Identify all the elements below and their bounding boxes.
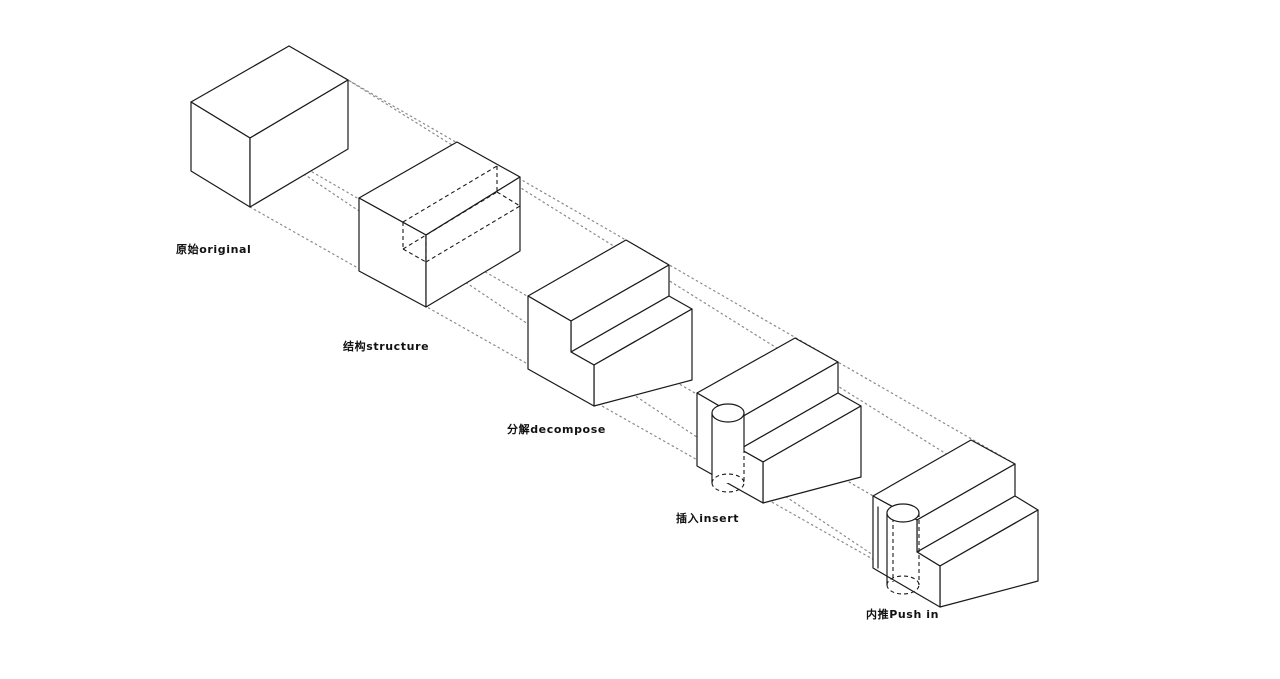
- label-original-en: original: [199, 243, 252, 256]
- label-push-in: 内推Push in: [866, 606, 939, 622]
- label-push-in-zh: 内推: [866, 608, 890, 621]
- label-insert-zh: 插入: [676, 512, 700, 525]
- volume-insert: [696, 337, 862, 504]
- label-decompose: 分解decompose: [507, 421, 606, 437]
- label-insert-en: insert: [699, 512, 740, 525]
- label-structure-en: structure: [366, 340, 430, 353]
- label-push-in-en: Push in: [889, 608, 940, 621]
- label-original: 原始original: [176, 241, 251, 257]
- inserted-cylinder: [711, 403, 745, 493]
- volume-push-in: [872, 439, 1039, 608]
- label-insert: 插入insert: [676, 510, 739, 526]
- volume-decompose: [527, 239, 693, 407]
- carved-cylinder: [877, 503, 920, 595]
- label-decompose-en: decompose: [530, 423, 606, 436]
- label-decompose-zh: 分解: [507, 423, 531, 436]
- label-original-zh: 原始: [176, 243, 200, 256]
- label-structure: 结构structure: [343, 338, 429, 354]
- volume-structure: [358, 141, 521, 308]
- volume-original: [190, 45, 349, 208]
- label-structure-zh: 结构: [343, 340, 367, 353]
